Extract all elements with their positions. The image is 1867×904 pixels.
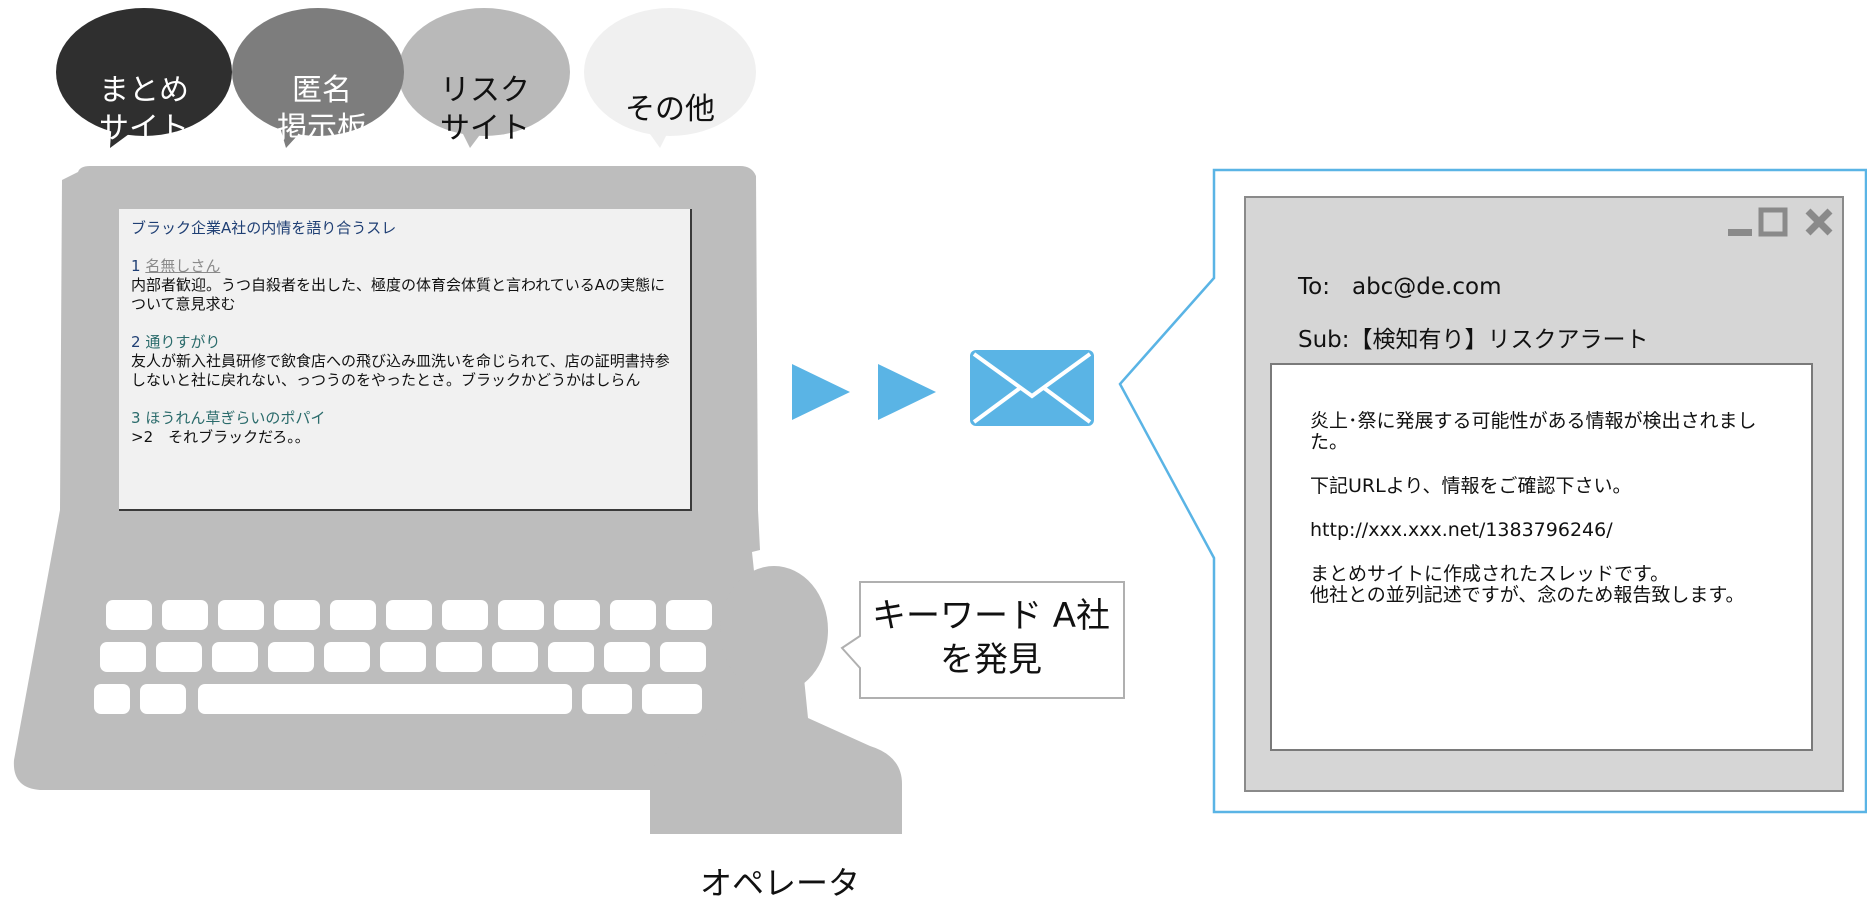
email-to-label: To: (1298, 274, 1330, 300)
thread-view: ブラック企業A社の内情を語り合うスレ 1 名無しさん 内部者歓迎。うつ自殺者を出… (119, 209, 692, 511)
bubble-anonymous-label: 匿名掲示板 (277, 73, 367, 146)
post-author: ほうれん草ぎらいのポパイ (145, 409, 326, 427)
operator-label: オペレータ (699, 864, 860, 902)
close-icon[interactable] (1804, 207, 1834, 237)
post-body: >2 それブラックだろ。。 (131, 428, 310, 446)
bubble-risk-site (398, 8, 570, 148)
thread-title: ブラック企業A社の内情を語り合うスレ (131, 219, 397, 237)
email-subject: Sub:【検知有り】リスクアラート (1298, 320, 1649, 354)
bubble-anonymous-board (232, 8, 404, 148)
bubble-matome-site (56, 8, 232, 148)
email-body-link[interactable]: http://xxx.xxx.net/1383796246/ (1310, 519, 1613, 541)
bubble-risk-label: リスクサイト (440, 73, 530, 146)
email-to-value: abc@de.com (1351, 274, 1502, 300)
email-sub-label: Sub: (1298, 327, 1350, 353)
post-author: 通りすがり (145, 333, 221, 351)
envelope-icon (970, 350, 1094, 426)
bubble-matome-label: まとめサイト (99, 73, 189, 146)
thread-post: 1 名無しさん 内部者歓迎。うつ自殺者を出した、極度の体育会体質と言われているA… (131, 257, 678, 314)
callout-text: キーワード A社 を発見 (871, 596, 1111, 680)
email-sub-value: 【検知有り】リスクアラート (1349, 327, 1649, 353)
bubble-other (584, 8, 756, 148)
post-author: 名無しさん (145, 257, 221, 275)
thread-post: 2 通りすがり 友人が新入社員研修で飲食店への飛び込み皿洗いを命じられて、店の証… (131, 333, 678, 390)
arrow-right-icon (878, 364, 936, 420)
post-number: 2 (131, 333, 141, 351)
email-body: 炎上･祭に発展する可能性がある情報が検出されました。 下記URLより、情報をご確… (1270, 363, 1813, 751)
category-bubbles (56, 8, 756, 148)
bubble-other-label: その他 (625, 92, 715, 127)
post-body: 友人が新入社員研修で飲食店への飛び込み皿洗いを命じられて、店の証明書持参しないと… (131, 352, 670, 389)
keyboard (94, 600, 712, 714)
email-body-line: まとめサイトに作成されたスレッドです。 他社との並列記述ですが、念のため報告致し… (1310, 563, 1745, 606)
person-icon (650, 566, 902, 834)
email-body-line: 炎上･祭に発展する可能性がある情報が検出されました。 (1310, 410, 1757, 453)
post-number: 3 (131, 409, 141, 427)
minimize-icon[interactable] (1727, 212, 1753, 238)
email-to: To: abc@de.com (1298, 274, 1502, 300)
keyword-callout (840, 581, 1125, 699)
post-body: 内部者歓迎。うつ自殺者を出した、極度の体育会体質と言われているAの実態について意… (131, 276, 666, 313)
thread-post: 3 ほうれん草ぎらいのポパイ >2 それブラックだろ。。 (131, 409, 678, 447)
email-body-line: 下記URLより、情報をご確認下さい。 (1310, 475, 1632, 497)
maximize-icon[interactable] (1758, 207, 1788, 237)
post-number: 1 (131, 257, 141, 275)
arrow-right-icon (792, 364, 850, 420)
